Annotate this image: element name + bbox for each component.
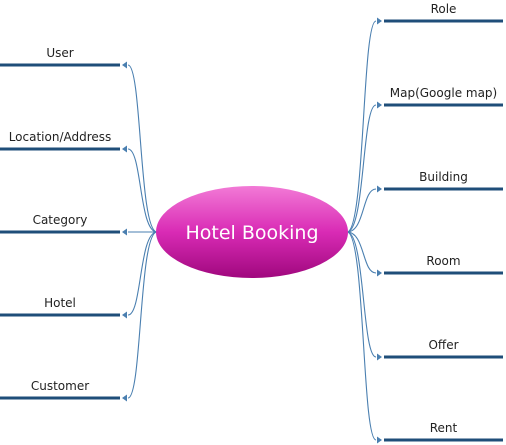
connectors	[127, 20, 377, 441]
branch-rent-connector	[346, 231, 377, 441]
branch-user-label: User	[46, 46, 73, 60]
branch-map-google-map-label: Map(Google map)	[390, 86, 497, 100]
branch-role-connector	[346, 20, 377, 233]
branch-customer-connector	[127, 231, 158, 399]
branch-user-arrow	[122, 61, 127, 69]
branch-map-google-map[interactable]: Map(Google map)	[377, 86, 503, 109]
branch-hotel-connector	[127, 231, 158, 316]
branch-offer-label: Offer	[428, 338, 458, 352]
branch-category[interactable]: Category	[0, 213, 127, 236]
branch-offer-arrow	[377, 353, 382, 361]
branch-location-address[interactable]: Location/Address	[0, 130, 127, 153]
branch-rent-arrow	[377, 436, 382, 444]
branch-location-address-label: Location/Address	[9, 130, 112, 144]
branch-room-connector	[346, 231, 377, 274]
branch-rent[interactable]: Rent	[377, 421, 503, 444]
branch-role-label: Role	[431, 2, 457, 16]
branch-customer-arrow	[122, 394, 127, 402]
branch-building-connector	[346, 188, 377, 233]
branch-map-google-map-connector	[346, 104, 377, 233]
branch-hotel[interactable]: Hotel	[0, 296, 127, 319]
central-node[interactable]: Hotel Booking	[156, 186, 348, 278]
branch-offer[interactable]: Offer	[377, 338, 503, 361]
branch-role[interactable]: Role	[377, 2, 503, 25]
branch-role-arrow	[377, 17, 382, 25]
branch-building-arrow	[377, 185, 382, 193]
central-node-title: Hotel Booking	[185, 222, 318, 244]
branch-building[interactable]: Building	[377, 170, 503, 193]
branch-rent-label: Rent	[430, 421, 458, 435]
central-node-shape[interactable]	[156, 186, 348, 278]
branch-location-address-connector	[127, 148, 158, 233]
branch-customer[interactable]: Customer	[0, 379, 127, 402]
branch-room-arrow	[377, 269, 382, 277]
branch-room[interactable]: Room	[377, 254, 503, 277]
branch-customer-label: Customer	[31, 379, 89, 393]
branch-hotel-arrow	[122, 311, 127, 319]
branch-category-label: Category	[33, 213, 88, 227]
branch-user[interactable]: User	[0, 46, 127, 69]
branch-offer-connector	[346, 231, 377, 358]
branch-location-address-arrow	[122, 145, 127, 153]
branch-category-arrow	[122, 228, 127, 236]
branch-hotel-label: Hotel	[44, 296, 76, 310]
branch-map-google-map-arrow	[377, 101, 382, 109]
branch-room-label: Room	[426, 254, 460, 268]
branch-user-connector	[127, 64, 158, 233]
branch-building-label: Building	[419, 170, 468, 184]
